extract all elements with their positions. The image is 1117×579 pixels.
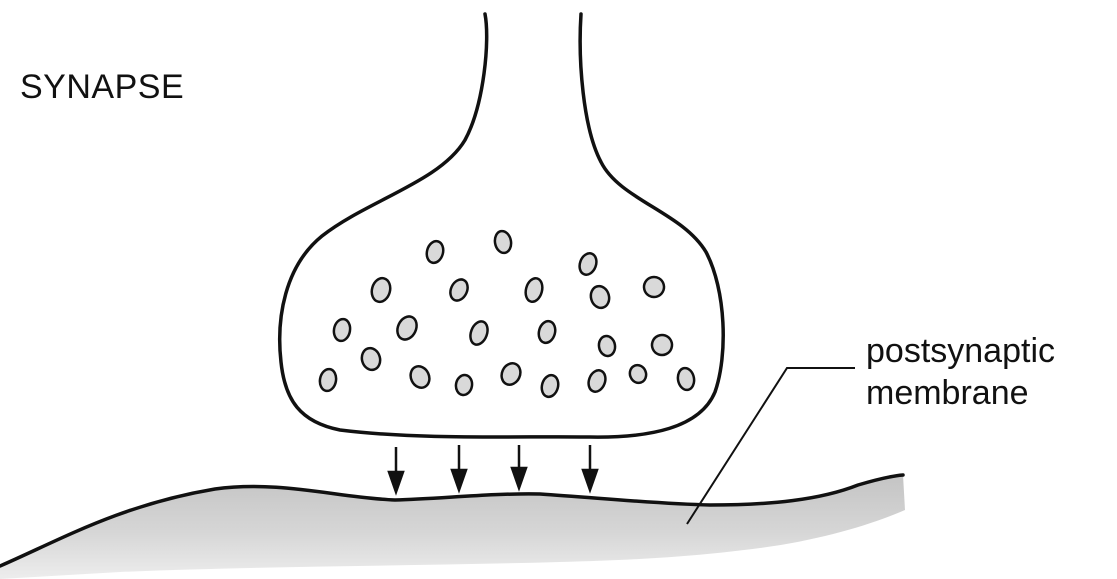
synaptic-vesicles xyxy=(318,230,696,399)
down-arrow-icon xyxy=(583,445,597,490)
vesicle xyxy=(536,319,557,344)
vesicle xyxy=(467,319,490,347)
membrane-label-line1: postsynaptic xyxy=(866,330,1055,372)
vesicle xyxy=(649,332,675,358)
vesicle xyxy=(318,368,338,392)
down-arrow-icon xyxy=(389,447,403,492)
vesicle xyxy=(359,346,382,372)
vesicle xyxy=(394,313,420,342)
vesicle xyxy=(586,368,609,394)
vesicle xyxy=(676,367,696,391)
vesicle xyxy=(597,335,616,357)
membrane-label-line2: membrane xyxy=(866,372,1055,414)
vesicle xyxy=(424,239,445,264)
vesicle xyxy=(369,276,393,304)
vesicle xyxy=(447,277,471,304)
vesicle xyxy=(498,360,524,388)
vesicle xyxy=(640,273,667,300)
down-arrow-icon xyxy=(452,445,466,490)
vesicle xyxy=(493,230,513,254)
vesicle xyxy=(454,374,473,396)
down-arrow-icon xyxy=(512,445,526,488)
postsynaptic-membrane-label: postsynaptic membrane xyxy=(866,330,1055,414)
postsynaptic-membrane-body xyxy=(0,475,905,579)
vesicle xyxy=(523,276,545,303)
release-arrows xyxy=(389,445,597,492)
vesicle xyxy=(332,318,352,342)
vesicle xyxy=(627,363,648,385)
vesicle xyxy=(539,373,560,398)
vesicle xyxy=(407,363,433,391)
vesicle xyxy=(588,284,611,310)
vesicle xyxy=(577,251,600,277)
diagram-title: SYNAPSE xyxy=(20,68,184,107)
